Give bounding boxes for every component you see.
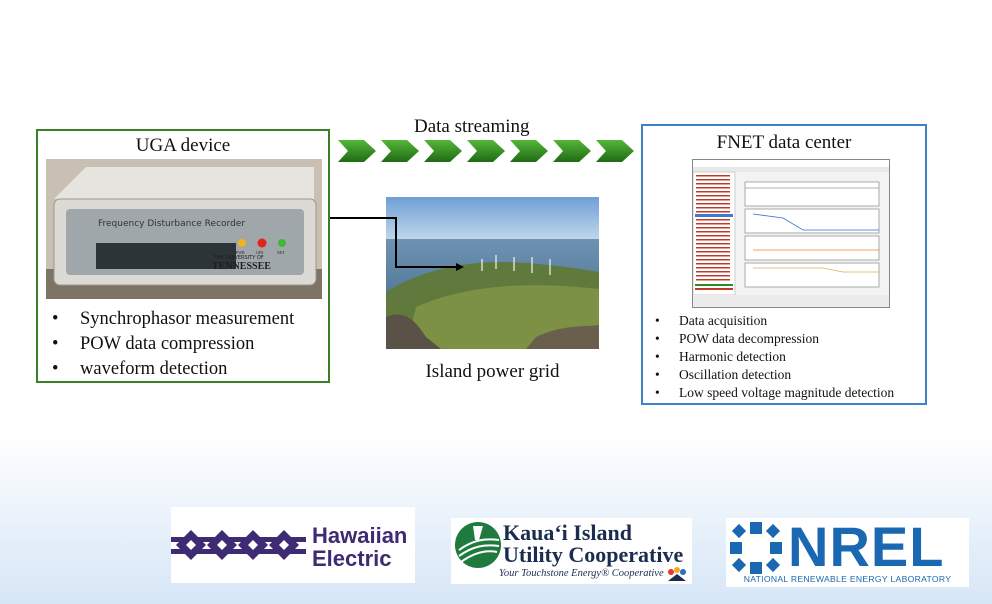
kiuc-logo: Kaua‘i Island Utility Cooperative Your T… bbox=[451, 518, 692, 584]
fnet-bullet-pow-decompression: POW data decompression bbox=[649, 330, 894, 348]
uga-device-photo: Frequency Disturbance Recorder THE UNIVE… bbox=[46, 159, 322, 299]
uga-to-island-connector bbox=[330, 217, 397, 267]
hawaiian-electric-line1: Hawaiian bbox=[312, 523, 408, 548]
device-illustration bbox=[46, 159, 322, 299]
led-label-pwr: PWR bbox=[236, 250, 245, 255]
fnet-bullet-harmonic: Harmonic detection bbox=[649, 348, 894, 366]
hawaiian-electric-wordmark: Hawaiian Electric bbox=[312, 524, 407, 570]
hawaiian-electric-mark-icon bbox=[171, 530, 306, 560]
fnet-title: FNET data center bbox=[716, 132, 852, 153]
fnet-bullet-oscillation: Oscillation detection bbox=[649, 366, 894, 384]
kiuc-name-line2: Utility Cooperative bbox=[503, 542, 684, 567]
nrel-emblem-icon bbox=[730, 522, 782, 574]
hawaiian-electric-logo: Hawaiian Electric bbox=[171, 507, 415, 583]
nrel-wordmark: NREL bbox=[788, 518, 945, 578]
uga-device-title: UGA device bbox=[135, 135, 231, 156]
fnet-bullet-data-acquisition: Data acquisition bbox=[649, 312, 894, 330]
uga-device-panel: UGA device Frequency Disturbance Recorde… bbox=[36, 129, 330, 383]
kiuc-name-line1: Kaua‘i Island bbox=[503, 520, 632, 545]
uga-bullet-pow-compression: POW data compression bbox=[46, 332, 294, 357]
data-streaming-label: Data streaming bbox=[414, 116, 530, 137]
led-label-gps: GPS bbox=[256, 250, 264, 255]
uga-bullet-synchrophasor: Synchrophasor measurement bbox=[46, 307, 294, 332]
kiuc-tagline: Your Touchstone Energy® Cooperative bbox=[499, 568, 664, 579]
fnet-capability-list: Data acquisition POW data decompression … bbox=[649, 312, 894, 402]
led-label-net: NET bbox=[277, 250, 285, 255]
device-brand-prefix: THE UNIVERSITY OF bbox=[214, 255, 264, 261]
uga-capability-list: Synchrophasor measurement POW data compr… bbox=[46, 307, 294, 382]
touchstone-energy-icon bbox=[668, 567, 686, 581]
kiuc-globe-icon bbox=[455, 522, 501, 568]
island-power-grid-photo bbox=[386, 197, 599, 349]
device-brand: TENNESSEE bbox=[212, 261, 271, 272]
nrel-logo: NREL NATIONAL RENEWABLE ENERGY LABORATOR… bbox=[726, 518, 969, 587]
fnet-bullet-voltage-magnitude: Low speed voltage magnitude detection bbox=[649, 384, 894, 402]
island-landscape-illustration bbox=[386, 197, 599, 349]
chevron-arrow-group bbox=[338, 140, 634, 162]
fnet-software-screenshot bbox=[692, 159, 890, 308]
nrel-full-name: NATIONAL RENEWABLE ENERGY LABORATORY bbox=[743, 574, 952, 584]
fnet-screenshot-illustration bbox=[693, 160, 889, 307]
hawaiian-electric-line2: Electric bbox=[312, 546, 392, 571]
uga-bullet-waveform: waveform detection bbox=[46, 357, 294, 382]
data-streaming-arrows bbox=[338, 140, 634, 162]
device-panel-text: Frequency Disturbance Recorder bbox=[98, 219, 246, 229]
island-power-grid-label: Island power grid bbox=[425, 361, 560, 382]
fnet-data-center-panel: FNET data center bbox=[641, 124, 927, 405]
